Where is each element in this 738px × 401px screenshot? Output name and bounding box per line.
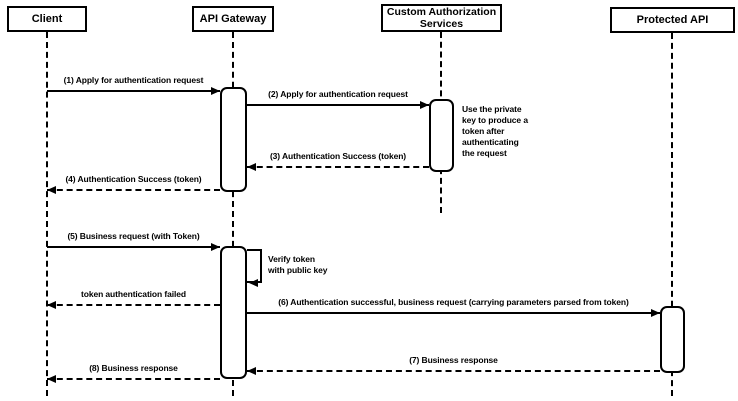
message-2-line: [247, 104, 429, 106]
message-7-label: (7) Business response: [409, 355, 498, 365]
message-6-arrowhead-icon: [651, 309, 660, 317]
message-7-arrowhead-icon: [247, 367, 256, 375]
message-8-line: [47, 378, 220, 380]
message-7-line: [247, 370, 660, 372]
participant-label-protected-api: Protected API: [636, 14, 709, 26]
self-message-loop: [247, 249, 262, 283]
activation-bar-custom-authorization-services: [429, 99, 454, 172]
message-token-failed-label: token authentication failed: [81, 289, 186, 299]
participant-box-custom-authorization-services: Custom Authorization Services: [381, 4, 502, 32]
message-5-label: (5) Business request (with Token): [67, 231, 200, 241]
participant-box-api-gateway: API Gateway: [192, 6, 274, 32]
lifeline-api-gateway: [232, 32, 234, 396]
message-4-arrowhead-icon: [47, 186, 56, 194]
message-2-arrowhead-icon: [420, 101, 429, 109]
activation-bar-api-gateway-1: [220, 87, 247, 192]
message-token-failed-line: [47, 304, 220, 306]
message-3-arrowhead-icon: [247, 163, 256, 171]
lifeline-protected-api: [671, 33, 673, 396]
activation-bar-api-gateway-2: [220, 246, 247, 379]
participant-label-client: Client: [31, 13, 63, 25]
lifeline-client: [46, 32, 48, 396]
message-token-failed-arrowhead-icon: [47, 301, 56, 309]
participant-label-custom-authorization-services: Custom Authorization Services: [386, 6, 497, 30]
message-6-line: [247, 312, 660, 314]
message-6-label: (6) Authentication successful, business …: [278, 297, 629, 307]
message-4-line: [47, 189, 220, 191]
message-5-arrowhead-icon: [211, 243, 220, 251]
message-8-arrowhead-icon: [47, 375, 56, 383]
message-1-arrowhead-icon: [211, 87, 220, 95]
participant-box-protected-api: Protected API: [610, 7, 735, 33]
message-1-line: [47, 90, 220, 92]
self-message-arrowhead-icon: [249, 279, 258, 287]
message-1-label: (1) Apply for authentication request: [63, 75, 204, 85]
participant-box-client: Client: [7, 6, 87, 32]
activation-bar-protected-api: [660, 306, 685, 373]
message-8-label: (8) Business response: [89, 363, 178, 373]
self-message-label: Verify token with public key: [268, 254, 328, 275]
message-5-line: [47, 246, 220, 248]
message-4-label: (4) Authentication Success (token): [65, 174, 202, 184]
message-3-line: [247, 166, 429, 168]
participant-label-api-gateway: API Gateway: [199, 13, 267, 25]
note-text: Use the private key to produce a token a…: [462, 104, 528, 158]
message-3-label: (3) Authentication Success (token): [269, 151, 407, 161]
message-2-label: (2) Apply for authentication request: [268, 89, 408, 99]
